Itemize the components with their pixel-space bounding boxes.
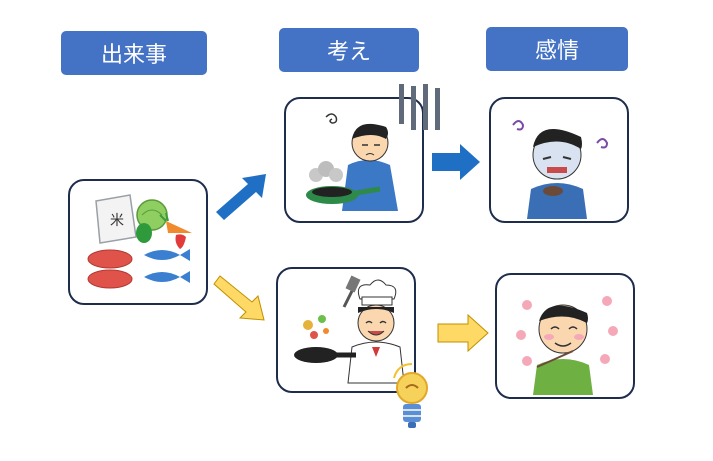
arrow-to-positive-emotion (437, 313, 489, 353)
negative-emotion-box (489, 97, 629, 223)
event-box: 米 (68, 179, 208, 305)
arrow-to-negative-emotion (432, 144, 480, 180)
lightbulb-icon (393, 363, 428, 428)
happy-chef-cooking (294, 275, 405, 384)
svg-text:米: 米 (110, 213, 124, 229)
arrow-to-positive-thought (213, 275, 265, 321)
arrow-to-negative-thought (216, 174, 266, 220)
happy-man-eating (516, 296, 618, 395)
positive-thought-box (276, 267, 416, 393)
header-emotion: 感情 (486, 27, 628, 71)
gloom-lines-icon (399, 84, 440, 130)
worried-cook-burnt-pan (306, 113, 398, 211)
header-thought: 考え (279, 28, 419, 72)
depressed-man-eating (512, 120, 609, 219)
header-event: 出来事 (61, 31, 207, 75)
positive-emotion-box (495, 273, 635, 399)
groceries-illustration: 米 (87, 194, 192, 289)
